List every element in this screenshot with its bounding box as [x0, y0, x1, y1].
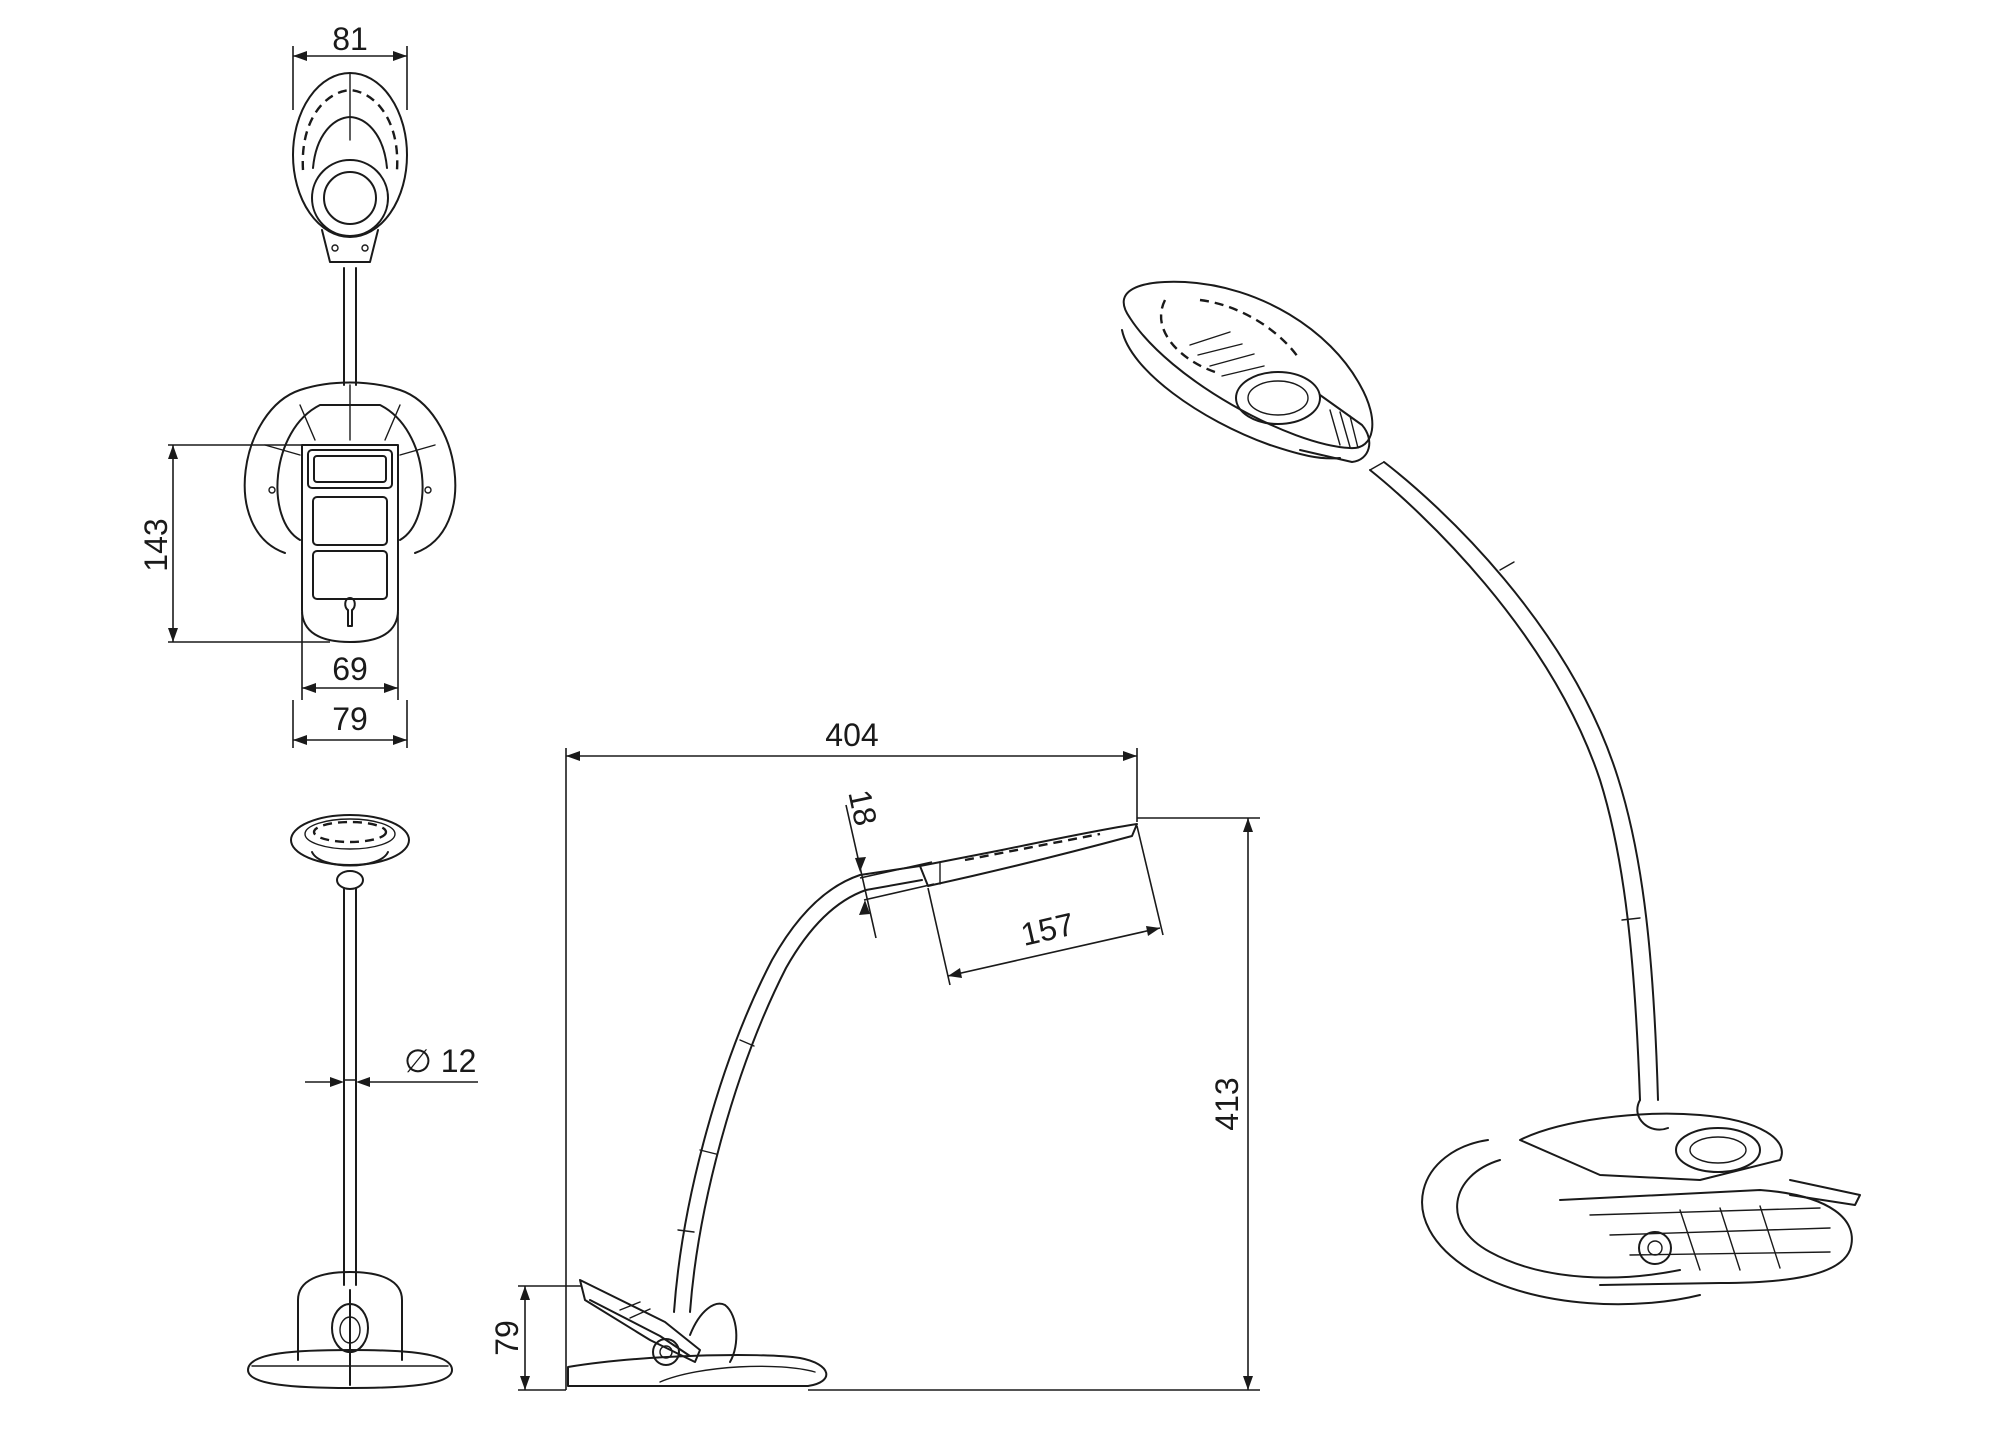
dimension-overall-length: 404	[565, 717, 1138, 1390]
dimension-arm-diameter: ∅ 12	[305, 1043, 478, 1087]
dim-label-head-length: 157	[1017, 906, 1077, 953]
dim-label-overall-height: 413	[1209, 1077, 1245, 1130]
dimension-head-thickness: 18	[841, 787, 935, 939]
dim-label-base-width: 79	[332, 701, 368, 737]
top-view	[243, 72, 457, 643]
dim-label-base-height: 143	[138, 518, 174, 571]
dimension-base-width: 79	[292, 700, 408, 748]
dimension-head-length: 157	[927, 825, 1164, 986]
dim-label-clip-width: 69	[332, 651, 368, 687]
dim-label-overall-length: 404	[825, 717, 878, 753]
front-view	[247, 814, 453, 1389]
dim-label-arm-diameter: ∅ 12	[404, 1043, 476, 1079]
dim-label-head-width: 81	[332, 21, 368, 57]
dimension-clamp-height: 79	[489, 1285, 582, 1391]
dimension-overall-height: 413	[808, 817, 1260, 1391]
dimension-head-width: 81	[292, 21, 408, 110]
isometric-view	[1121, 280, 1861, 1306]
dim-label-clamp-height: 79	[489, 1320, 525, 1356]
side-view	[567, 823, 1138, 1387]
dim-label-head-thickness: 18	[841, 787, 884, 829]
dimension-clip-width: 69	[301, 612, 399, 700]
dimension-base-height: 143	[138, 444, 330, 643]
